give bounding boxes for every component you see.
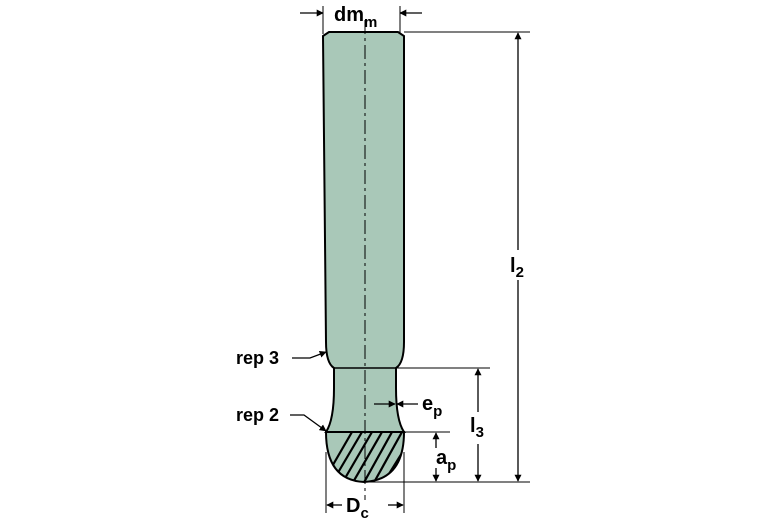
dimension-arrows — [290, 9, 522, 509]
tool-body — [321, 31, 406, 484]
l2-label: l2 — [510, 255, 524, 281]
shank — [321, 31, 406, 433]
rep2-leader — [290, 414, 327, 432]
rep2-label: rep 2 — [236, 405, 279, 425]
ap-label: ap — [436, 447, 456, 474]
dm-label: dmm — [334, 4, 377, 31]
l3-label: l3 — [470, 415, 484, 441]
ep-label: ep — [422, 393, 442, 420]
rep3-leader — [292, 350, 327, 359]
dc-label: Dc — [346, 495, 369, 522]
rep3-label: rep 3 — [236, 348, 279, 368]
